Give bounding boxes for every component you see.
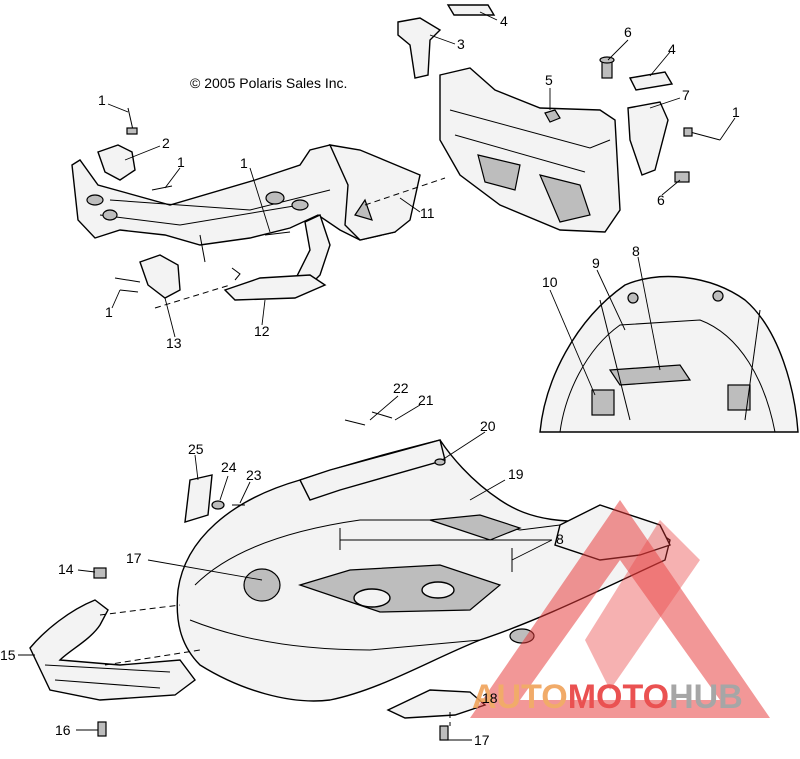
callout-9: 9 — [592, 255, 600, 271]
callout-11: 11 — [420, 205, 435, 221]
callout-15: 15 — [0, 647, 16, 663]
callout-17: 17 — [474, 732, 490, 748]
callout-16: 16 — [55, 722, 71, 738]
callout-labels: 4 3 6 4 5 7 1 6 1 2 1 1 11 1 13 12 10 9 … — [0, 13, 740, 748]
callout-5: 5 — [545, 72, 553, 88]
leader-lines — [18, 11, 736, 741]
bracket-7 — [627, 101, 669, 176]
callout-1: 1 — [105, 304, 113, 320]
callout-1: 1 — [177, 154, 185, 170]
callout-1: 1 — [732, 104, 740, 120]
bracket-2 — [97, 144, 136, 181]
callout-12: 12 — [254, 323, 270, 339]
callout-19: 19 — [508, 466, 524, 482]
watermark-wordmark: AUTOMOTOHUB — [472, 678, 743, 716]
plate-4b — [628, 71, 674, 91]
callout-25: 25 — [188, 441, 204, 457]
callout-23: 23 — [246, 467, 262, 483]
callout-20: 20 — [480, 418, 496, 434]
callout-13: 13 — [166, 335, 182, 351]
bracket-13 — [139, 254, 181, 299]
callout-22: 22 — [393, 380, 409, 396]
callout-3: 3 — [457, 36, 465, 52]
callout-8: 8 — [632, 243, 640, 259]
watermark-moto: MOTO — [568, 678, 669, 716]
callout-21: 21 — [418, 392, 434, 408]
callout-6: 6 — [657, 192, 665, 208]
callout-1: 1 — [98, 92, 106, 108]
bumper-15 — [29, 599, 196, 701]
copyright-text: © 2005 Polaris Sales Inc. — [190, 75, 347, 91]
callout-17: 17 — [126, 550, 142, 566]
callout-4: 4 — [500, 13, 508, 29]
inset-detail — [539, 275, 799, 433]
bulkhead-assembly — [364, 4, 721, 233]
watermark-triangle-logo — [470, 500, 770, 718]
callout-8: 8 — [556, 531, 564, 547]
skid-18 — [386, 689, 487, 719]
watermark-auto: AUTO — [472, 678, 568, 716]
callout-10: 10 — [542, 274, 558, 290]
front-frame-assembly — [71, 107, 421, 309]
callout-7: 7 — [682, 87, 690, 103]
watermark-hub: HUB — [669, 678, 743, 716]
automotohub-watermark: AUTOMOTOHUB — [470, 500, 770, 718]
callout-1: 1 — [240, 155, 248, 171]
callout-4: 4 — [668, 41, 676, 57]
panel-25 — [184, 474, 213, 523]
bracket-3 — [397, 17, 442, 79]
callout-18: 18 — [482, 690, 498, 706]
callout-14: 14 — [58, 561, 74, 577]
plate-4 — [446, 4, 496, 16]
callout-2: 2 — [162, 135, 170, 151]
callout-6: 6 — [624, 24, 632, 40]
callout-24: 24 — [221, 459, 237, 475]
